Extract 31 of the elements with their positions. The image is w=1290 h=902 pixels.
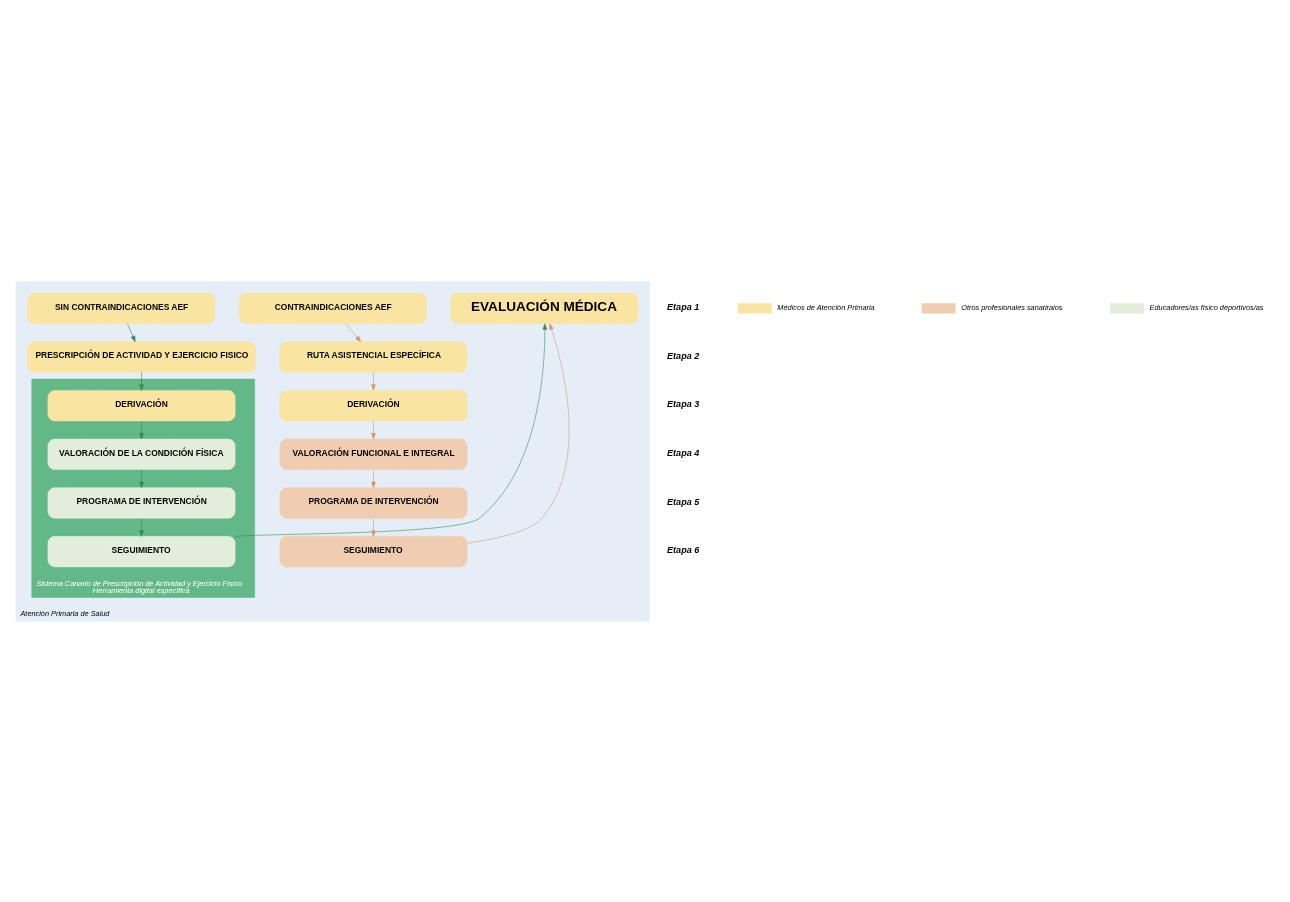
label: Etapa 1 xyxy=(667,301,700,312)
node-box: PROGRAMA DE INTERVENCIÓN xyxy=(279,486,468,519)
node-box: DERIVACIÓN xyxy=(279,389,468,421)
arrow xyxy=(139,517,144,537)
arrow xyxy=(371,371,376,391)
arrow xyxy=(466,322,570,543)
arrow xyxy=(139,371,144,391)
arrow xyxy=(139,420,144,439)
label: Etapa 5 xyxy=(667,496,700,507)
label: Etapa 6 xyxy=(667,544,700,555)
node-box: SEGUIMIENTO xyxy=(279,535,468,567)
node-box: VALORACIÓN DE LA CONDICIÓN FÍSICA xyxy=(47,438,236,470)
node-box: SIN CONTRAINDICACIONES AEF xyxy=(27,292,216,324)
arrow xyxy=(235,322,548,537)
label: Etapa 2 xyxy=(667,350,700,361)
label: Etapa 3 xyxy=(667,398,700,409)
node-box: PROGRAMA DE INTERVENCIÓN xyxy=(47,486,236,519)
label: Etapa 4 xyxy=(667,447,700,458)
node-box: SEGUIMIENTO xyxy=(47,535,236,567)
node-box: EVALUACIÓN MÉDICA xyxy=(450,292,639,324)
arrow xyxy=(371,517,376,537)
arrow xyxy=(139,468,144,488)
node-box: RUTA ASISTENCIAL ESPECÍFICA xyxy=(279,340,468,373)
arrow xyxy=(371,420,376,439)
node-box: PRESCRIPCIÓN DE ACTIVIDAD Y EJERCICIO FISICO xyxy=(27,340,256,373)
node-box: CONTRAINDICACIONES AEF xyxy=(238,292,427,324)
arrow xyxy=(127,322,136,342)
node-box: VALORACIÓN FUNCIONAL E INTEGRAL xyxy=(279,438,468,470)
node-box: DERIVACIÓN xyxy=(47,389,236,421)
arrow xyxy=(345,322,362,342)
arrow xyxy=(371,468,376,488)
